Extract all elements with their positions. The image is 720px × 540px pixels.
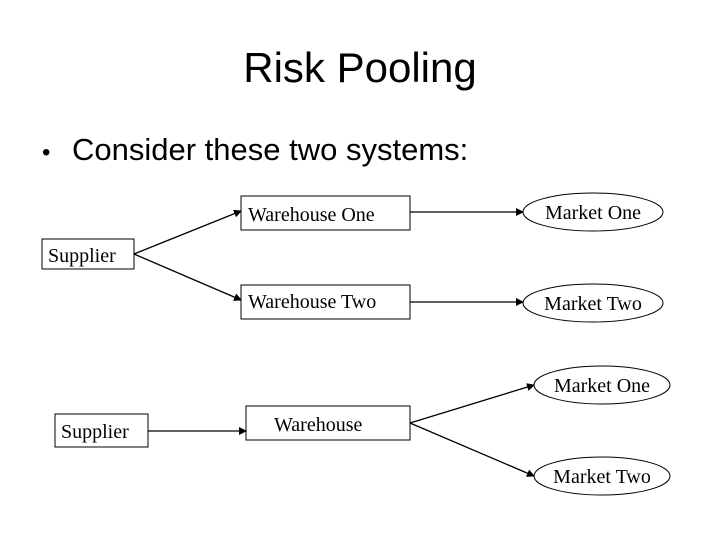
system2-warehouse-label: Warehouse [274,414,362,436]
system2-market-two-node: Market Two [533,456,671,496]
system1-supplier-label: Supplier [48,245,116,267]
arrow-warehouse-to-market-two [409,422,535,477]
system1-market-two-label: Market Two [544,293,642,315]
system1-supplier-node: Supplier [41,238,135,270]
system1-warehouse-one-node: Warehouse One [240,195,411,231]
system1-warehouse-two-label: Warehouse Two [248,291,376,313]
system2-supplier-label: Supplier [61,421,129,443]
system2-supplier-node: Supplier [54,413,149,448]
system2-market-one-label: Market One [554,375,650,397]
bullet-dot-icon: • [42,139,51,166]
slide-title: Risk Pooling [243,44,477,91]
system1-market-one-node: Market One [522,192,664,232]
system1-market-one-label: Market One [545,202,641,224]
system1-warehouse-one-label: Warehouse One [248,204,375,226]
system2-market-one-node: Market One [533,365,671,405]
arrow-supplier-to-warehouse-one [133,209,242,255]
system2-warehouse-node: Warehouse [245,405,411,441]
bullet-item: • Consider these two systems: [42,132,468,168]
system1-market-two-node: Market Two [522,283,664,323]
bullet-text: Consider these two systems: [72,132,469,167]
system1-warehouse-two-node: Warehouse Two [240,284,411,320]
system2-market-two-label: Market Two [553,466,651,488]
arrow-warehouse-to-market-one [409,383,535,424]
arrow-supplier-to-warehouse-two [133,253,242,301]
